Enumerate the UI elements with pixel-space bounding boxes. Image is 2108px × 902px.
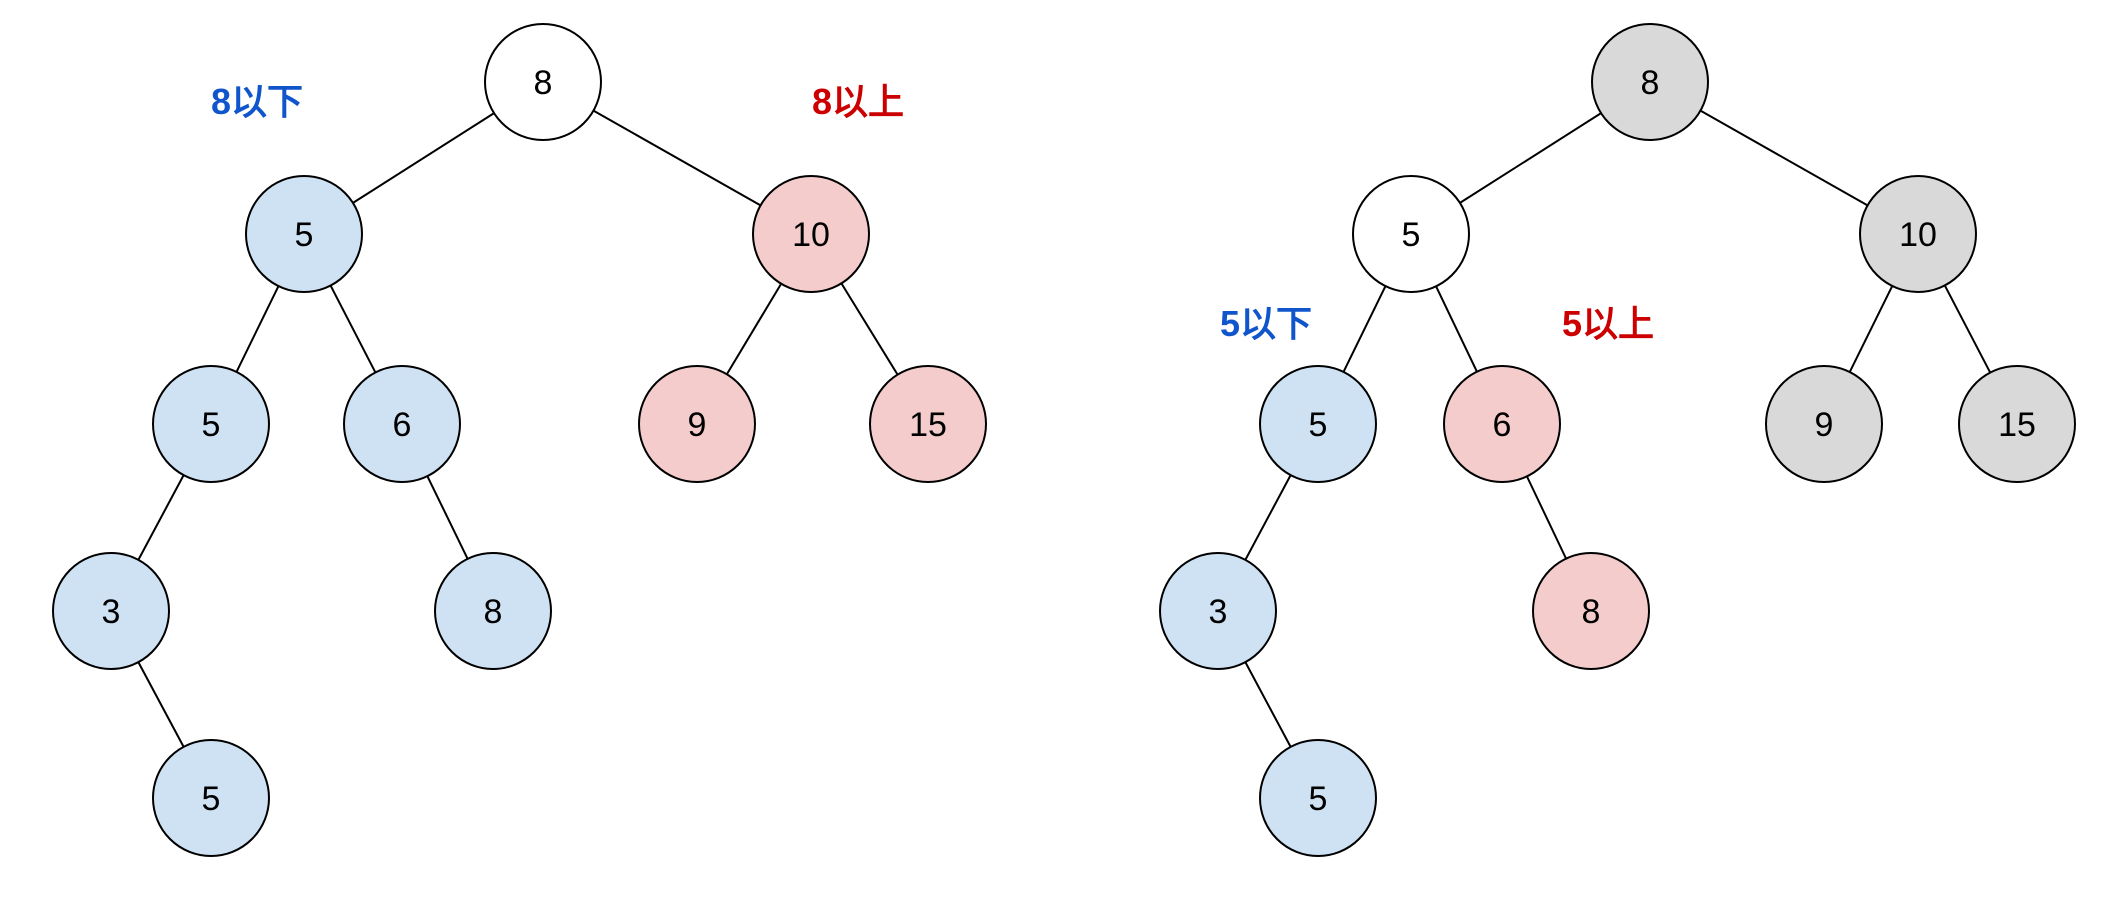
node-circle (1352, 175, 1470, 293)
tree-node: 6 (343, 365, 461, 483)
tree-node: 9 (638, 365, 756, 483)
node-circle (152, 739, 270, 857)
tree-node: 5 (152, 365, 270, 483)
node-value: 8 (484, 593, 503, 631)
tree-node: 8 (434, 552, 552, 670)
node-circle (869, 365, 987, 483)
tree-node: 3 (52, 552, 170, 670)
tree-edge (1848, 285, 1894, 373)
tree-edge (137, 474, 185, 561)
node-value: 6 (393, 406, 412, 444)
tree-edge (592, 109, 762, 207)
range-label-left-below: 8以下 (211, 81, 303, 122)
node-circle (1859, 175, 1977, 293)
tree-edge (1435, 285, 1478, 373)
tree-node: 8 (1532, 552, 1650, 670)
range-label-right-above: 5以上 (1562, 303, 1654, 344)
node-value: 15 (1998, 406, 2036, 444)
node-circle (1259, 365, 1377, 483)
tree-node: 6 (1443, 365, 1561, 483)
tree-node: 9 (1765, 365, 1883, 483)
tree-edge (352, 112, 495, 204)
tree-node: 8 (1591, 23, 1709, 141)
node-circle (343, 365, 461, 483)
tree-node: 5 (245, 175, 363, 293)
node-value: 3 (102, 593, 121, 631)
node-circle (1443, 365, 1561, 483)
node-value: 3 (1209, 593, 1228, 631)
node-value: 5 (202, 406, 221, 444)
node-circle (1765, 365, 1883, 483)
tree-node: 15 (1958, 365, 2076, 483)
tree-edge (137, 661, 185, 748)
node-circle (1958, 365, 2076, 483)
tree-edge (1459, 112, 1602, 204)
node-value: 6 (1493, 406, 1512, 444)
node-circle (1532, 552, 1650, 670)
node-value: 5 (1402, 216, 1421, 254)
left-tree: 8 5 10 5 6 9 15 3 8 5 8以下 8以上 (52, 23, 987, 857)
node-value: 5 (1309, 780, 1328, 818)
right-tree: 8 5 10 5 6 9 15 3 8 5 5以下 5以上 (1159, 23, 2076, 857)
tree-node: 8 (484, 23, 602, 141)
tree-node: 5 (1259, 365, 1377, 483)
tree-edge (1943, 284, 1992, 374)
range-label-right-below: 5以下 (1220, 303, 1312, 344)
node-value: 8 (1582, 593, 1601, 631)
node-value: 10 (1899, 216, 1937, 254)
tree-node: 5 (1259, 739, 1377, 857)
tree-edge (1244, 661, 1292, 748)
node-value: 5 (1309, 406, 1328, 444)
node-value: 5 (202, 780, 221, 818)
node-circle (752, 175, 870, 293)
node-circle (1159, 552, 1277, 670)
node-circle (152, 365, 270, 483)
node-value: 8 (534, 64, 553, 102)
tree-edge (840, 282, 899, 376)
tree-edge (1244, 474, 1292, 561)
tree-edge (1699, 109, 1869, 207)
tree-edge (329, 285, 377, 373)
node-value: 5 (295, 216, 314, 254)
tree-edge (725, 283, 783, 375)
tree-node: 15 (869, 365, 987, 483)
node-value: 9 (1815, 406, 1834, 444)
node-circle (638, 365, 756, 483)
tree-node: 5 (152, 739, 270, 857)
tree-edge (1526, 475, 1567, 560)
tree-node: 10 (1859, 175, 1977, 293)
node-value: 15 (909, 406, 947, 444)
node-circle (434, 552, 552, 670)
node-circle (245, 175, 363, 293)
node-circle (1259, 739, 1377, 857)
node-value: 10 (792, 216, 830, 254)
tree-edge (426, 475, 469, 560)
tree-node: 3 (1159, 552, 1277, 670)
node-circle (52, 552, 170, 670)
tree-node: 10 (752, 175, 870, 293)
node-circle (1591, 23, 1709, 141)
node-circle (484, 23, 602, 141)
tree-edge (235, 285, 280, 373)
node-value: 9 (688, 406, 707, 444)
range-label-left-above: 8以上 (812, 81, 904, 122)
tree-edge (1342, 285, 1387, 373)
tree-node: 5 (1352, 175, 1470, 293)
node-value: 8 (1641, 64, 1660, 102)
